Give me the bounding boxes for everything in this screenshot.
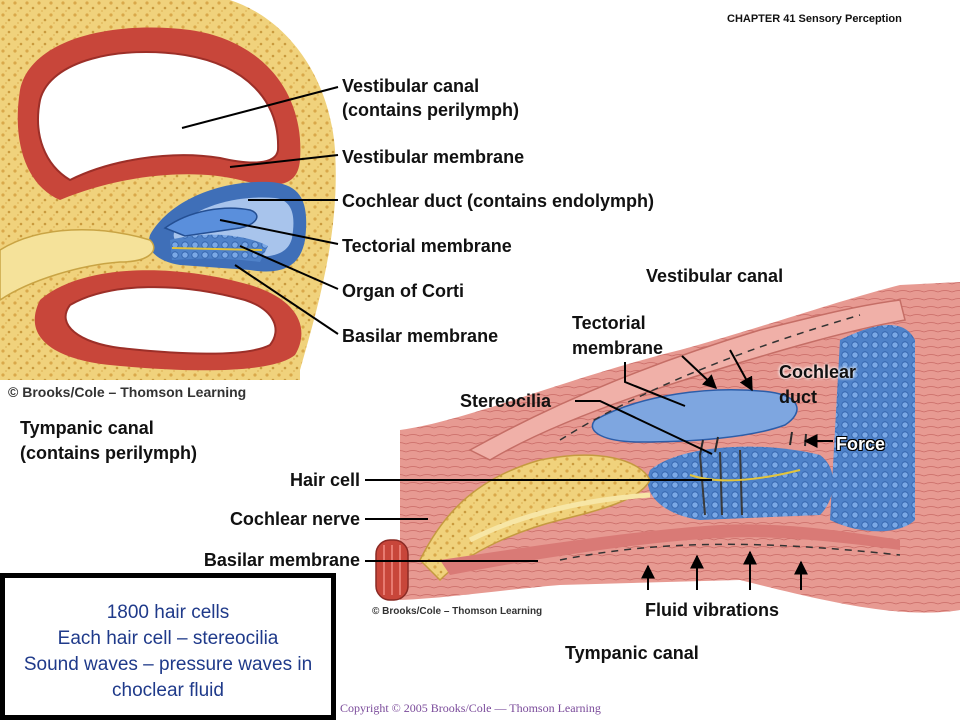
- label-basilar-membrane: Basilar membrane: [342, 326, 499, 346]
- chapter-header: CHAPTER 41 Sensory Perception: [727, 13, 902, 25]
- label-cochlear-duct-right-2: duct: [779, 387, 817, 407]
- label-fluid-vibrations: Fluid vibrations: [645, 600, 780, 620]
- credit-left: © Brooks/Cole – Thomson Learning: [8, 384, 247, 400]
- label-force: Force: [836, 434, 886, 454]
- label-tectorial-membrane-right-2: membrane: [572, 338, 664, 358]
- right-leader-lines: [365, 349, 833, 590]
- note-line: choclear fluid: [112, 680, 224, 701]
- left-cochlea-section: [0, 0, 336, 380]
- copyright-footer: Copyright © 2005 Brooks/Cole — Thomson L…: [340, 701, 601, 715]
- left-leader-lines: [181, 86, 339, 335]
- note-box: 1800 hair cells Each hair cell – stereoc…: [0, 573, 336, 720]
- label-vestibular-canal: Vestibular canal: [342, 76, 480, 96]
- label-cochlear-nerve: Cochlear nerve: [229, 509, 360, 529]
- label-organ-of-corti: Organ of Corti: [342, 281, 464, 301]
- note-line: Sound waves – pressure waves in: [23, 654, 313, 675]
- label-vestibular-canal-note: (contains perilymph): [342, 100, 520, 120]
- credit-right: © Brooks/Cole – Thomson Learning: [372, 606, 543, 617]
- label-tympanic-canal-note: (contains perilymph): [20, 443, 198, 463]
- right-organ-of-corti: [375, 282, 960, 613]
- note-line: 1800 hair cells: [106, 602, 230, 623]
- label-tectorial-membrane-right: Tectorial: [572, 313, 646, 333]
- label-tympanic-canal-right: Tympanic canal: [565, 643, 699, 663]
- tectorial-membrane-shape-right: [591, 389, 798, 443]
- note-line: Each hair cell – stereocilia: [57, 628, 279, 649]
- label-basilar-membrane-right: Basilar membrane: [203, 550, 360, 570]
- label-vestibular-membrane: Vestibular membrane: [342, 147, 525, 167]
- label-cochlear-duct-right: Cochlear: [779, 362, 857, 382]
- label-vestibular-canal-right: Vestibular canal: [646, 266, 784, 286]
- label-cochlear-duct: Cochlear duct (contains endolymph): [342, 191, 655, 211]
- label-tectorial-membrane: Tectorial membrane: [342, 236, 512, 256]
- label-tympanic-canal: Tympanic canal: [20, 418, 154, 438]
- cochlear-duct-cells: [830, 325, 915, 532]
- label-stereocilia: Stereocilia: [460, 391, 552, 411]
- label-hair-cell: Hair cell: [289, 470, 360, 490]
